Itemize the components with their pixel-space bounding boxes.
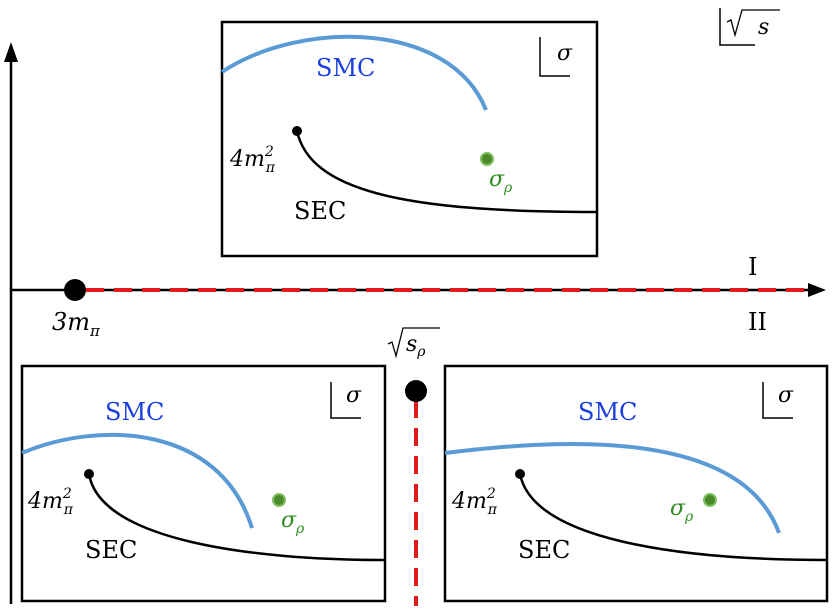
sigma-corner-label: σ xyxy=(557,41,573,66)
sigma-rho-label: σρ xyxy=(670,496,694,525)
sigma-rho-label: σρ xyxy=(489,167,513,196)
smc-label: SMC xyxy=(578,398,637,426)
smc-label: SMC xyxy=(105,398,164,426)
sigma-rho-point xyxy=(272,493,286,507)
threshold-4mpi2-point xyxy=(515,469,525,479)
threshold-4mpi2-point xyxy=(292,126,302,136)
threshold-4mpi2-point xyxy=(84,469,94,479)
sigma-rho-point xyxy=(480,152,494,166)
panel-frame xyxy=(220,20,599,258)
sigma-corner-label: σ xyxy=(346,383,362,408)
sec-label: SEC xyxy=(85,536,137,564)
rho-resonance-marker: sρ xyxy=(387,327,440,606)
sqrt-s-label: s xyxy=(719,8,780,46)
horizontal-axis xyxy=(11,279,826,301)
sqrt-s-rho-label: sρ xyxy=(406,332,426,360)
smc-curve xyxy=(21,432,254,529)
threshold-3mpi-label: 3mπ xyxy=(52,308,101,340)
sec-label: SEC xyxy=(294,197,346,225)
sigma-rho-label: σρ xyxy=(281,508,305,537)
smc-curve xyxy=(444,441,781,534)
sigma-rho-point xyxy=(703,493,717,507)
sigma-corner-mark xyxy=(539,37,570,77)
sigma-corner-label: σ xyxy=(778,383,794,408)
rho-point xyxy=(405,380,427,402)
sheet-II-label: II xyxy=(748,308,767,336)
sec-label: SEC xyxy=(518,536,570,564)
sigma-corner-mark xyxy=(762,382,793,419)
sqrt-s-text: s xyxy=(758,15,769,40)
panel-frame xyxy=(20,364,387,603)
vertical-axis xyxy=(4,42,18,604)
sheet-I-label: I xyxy=(748,253,757,281)
sigma-corner-mark xyxy=(330,382,361,419)
smc-curve xyxy=(220,34,488,111)
sec-curve xyxy=(295,130,598,214)
sec-curve xyxy=(518,473,828,562)
horizontal-axis-arrowhead xyxy=(808,283,826,297)
threshold-3mpi-point xyxy=(64,279,86,301)
vertical-axis-arrowhead xyxy=(4,42,18,62)
sec-curve xyxy=(87,473,386,562)
smc-label: SMC xyxy=(316,54,375,82)
